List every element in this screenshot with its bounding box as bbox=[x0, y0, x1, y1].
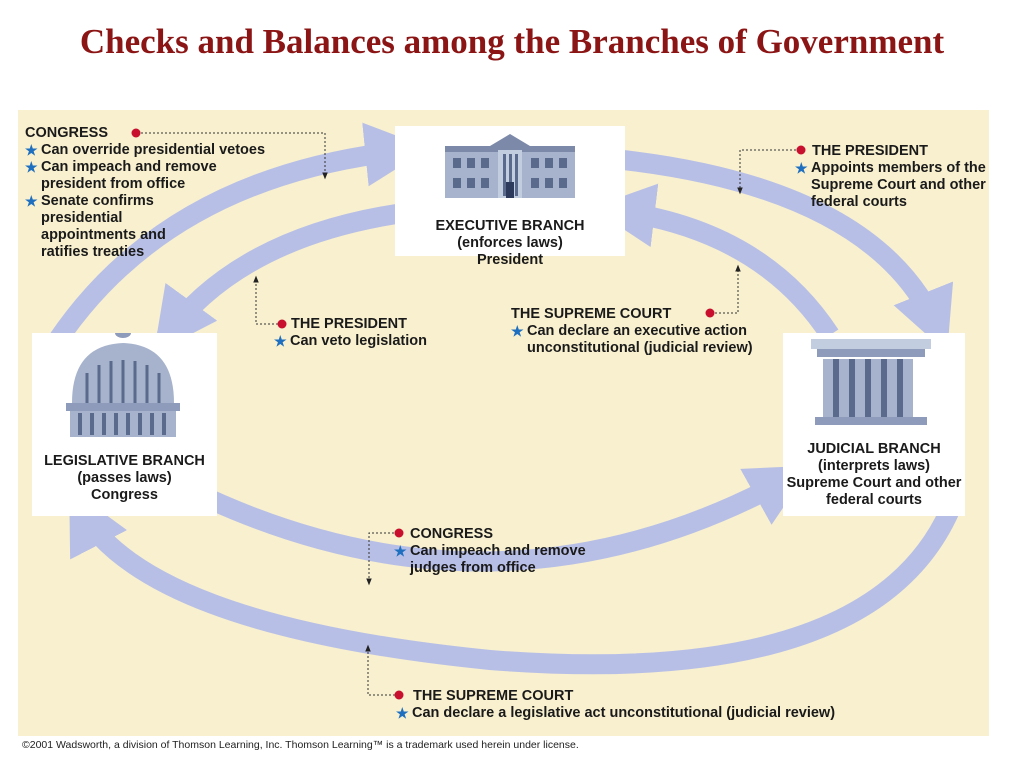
arrow-executive-to-judicial bbox=[604, 148, 954, 353]
executive-branch-label: EXECUTIVE BRANCH (enforces laws) Preside… bbox=[435, 218, 585, 268]
star-icon: ★ bbox=[394, 543, 407, 559]
legislative-branch-label: LEGISLATIVE BRANCH (passes laws) Congres… bbox=[44, 453, 205, 503]
check-heading: CONGRESS bbox=[25, 125, 108, 141]
star-icon: ★ bbox=[396, 705, 409, 721]
star-icon: ★ bbox=[795, 160, 808, 176]
copyright-credit: ©2001 Wadsworth, a division of Thomson L… bbox=[22, 739, 579, 751]
arrow-legislative-to-executive bbox=[39, 122, 430, 361]
legislative-branch-box: LEGISLATIVE BRANCH (passes laws) Congres… bbox=[32, 333, 217, 516]
slide-title: Checks and Balances among the Branches o… bbox=[79, 22, 945, 61]
capitol-dome-icon bbox=[66, 333, 180, 437]
check-president-on-legislative: THE PRESIDENT ★Can veto legislation bbox=[274, 316, 427, 349]
check-president-on-judicial: THE PRESIDENT ★Appoints members of the S… bbox=[795, 143, 986, 210]
executive-branch-box: EXECUTIVE BRANCH (enforces laws) Preside… bbox=[395, 126, 625, 268]
star-icon: ★ bbox=[25, 142, 38, 158]
check-court-on-executive: THE SUPREME COURT ★Can declare an execut… bbox=[511, 306, 753, 356]
courthouse-icon bbox=[811, 339, 931, 425]
judicial-branch-box: JUDICIAL BRANCH (interprets laws) Suprem… bbox=[783, 333, 965, 516]
star-icon: ★ bbox=[25, 159, 38, 175]
star-icon: ★ bbox=[25, 193, 38, 209]
check-court-on-legislative: THE SUPREME COURT ★Can declare a legisla… bbox=[396, 688, 836, 721]
arrow-judicial-to-executive bbox=[590, 183, 839, 341]
star-icon: ★ bbox=[274, 333, 287, 349]
check-congress-on-executive: CONGRESS ★Can override presidential veto… bbox=[25, 125, 325, 261]
check-congress-on-judicial: CONGRESS ★Can impeach and remove judges … bbox=[394, 526, 586, 576]
arrow-legislative-to-judicial bbox=[185, 465, 812, 572]
star-icon: ★ bbox=[511, 323, 524, 339]
judicial-branch-label: JUDICIAL BRANCH (interprets laws) Suprem… bbox=[786, 441, 962, 508]
arrow-executive-to-legislative bbox=[153, 202, 412, 354]
arrow-judicial-to-legislative bbox=[69, 487, 960, 675]
white-house-icon bbox=[445, 134, 575, 198]
